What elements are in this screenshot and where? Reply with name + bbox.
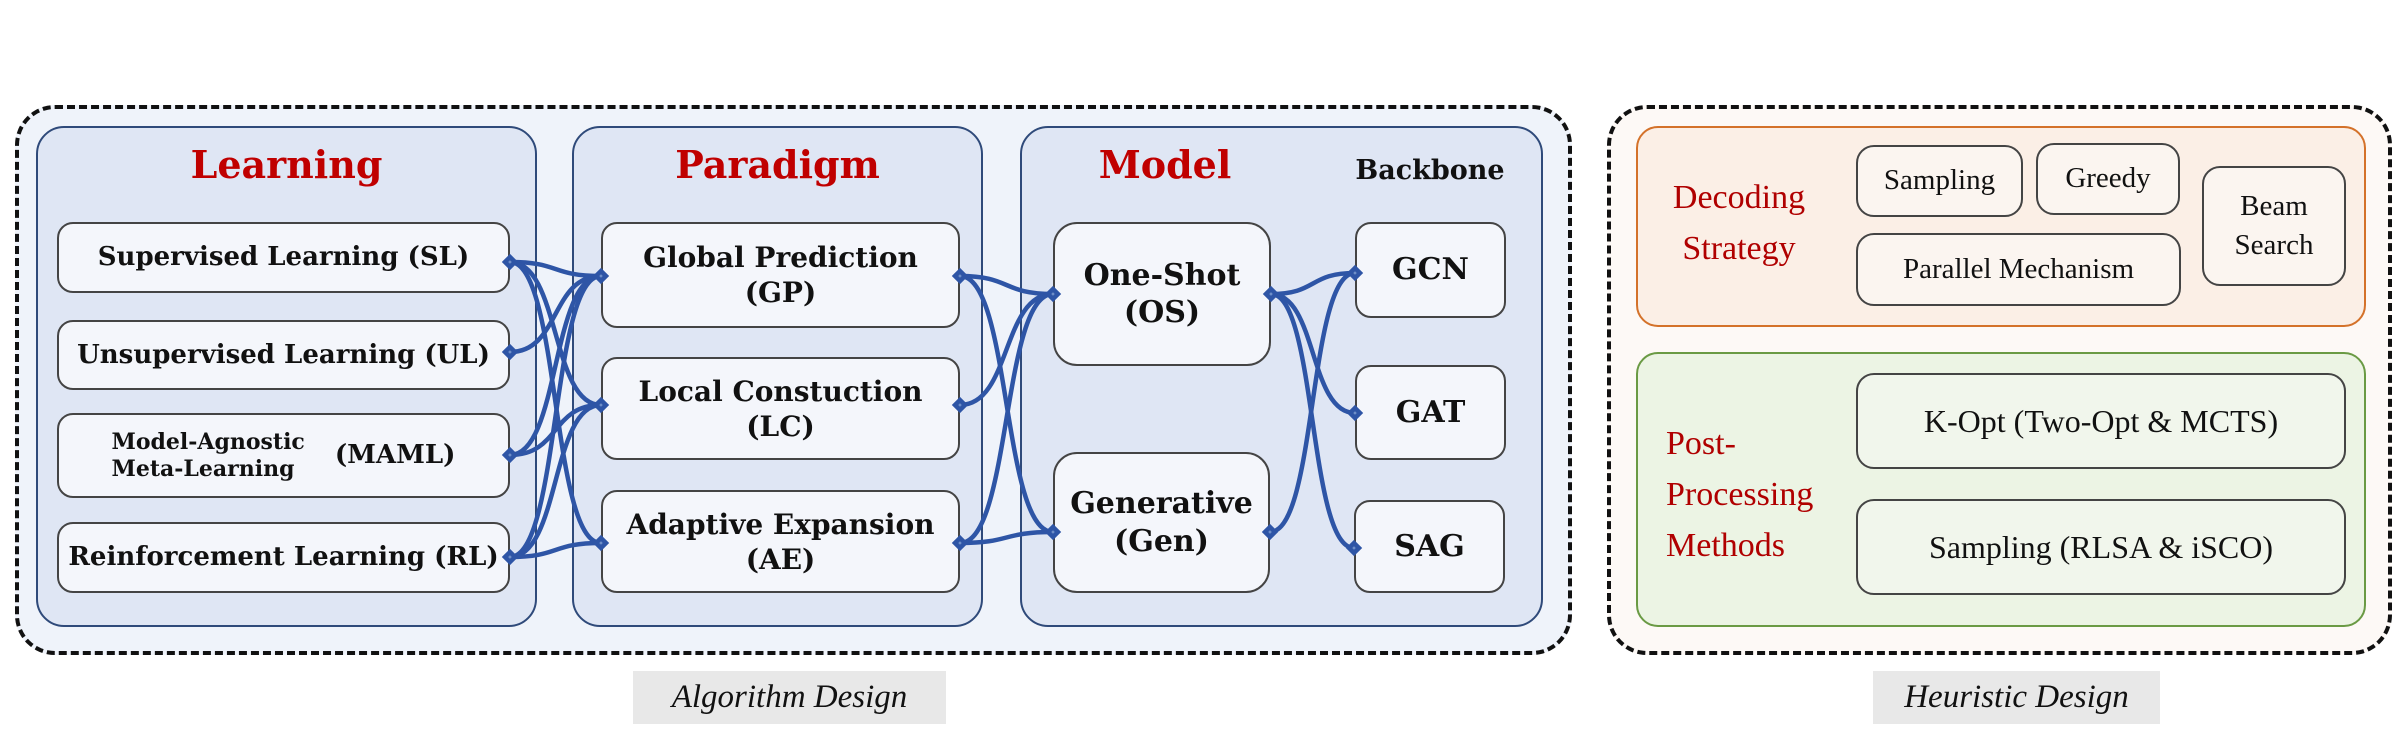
- post-item-label: Sampling (RLSA & iSCO): [1928, 529, 2274, 565]
- learning-title: Learning: [190, 142, 383, 187]
- model-title: Model: [1098, 142, 1232, 187]
- maml-line1: Model-Agnostic: [111, 429, 305, 456]
- post-processing-title: Post- Processing Methods: [1666, 418, 1836, 571]
- decoding-title-line2: Strategy: [1682, 230, 1796, 267]
- learning-item-label: Unsupervised Learning (UL): [77, 339, 490, 370]
- post-title-line1: Post-: [1666, 425, 1736, 462]
- decoding-title-line1: Decoding: [1672, 179, 1806, 216]
- paradigm-item-name: Global Prediction: [643, 241, 918, 274]
- heuristic-design-caption: Heuristic Design: [1873, 671, 2160, 724]
- decoding-item-label: Greedy: [2065, 162, 2151, 195]
- learning-item-sl[interactable]: Supervised Learning (SL): [57, 222, 510, 293]
- model-item-name: Generative: [1070, 486, 1253, 521]
- learning-item-rl[interactable]: Reinforcement Learning (RL): [57, 522, 510, 593]
- post-item-k-opt[interactable]: K-Opt (Two-Opt & MCTS): [1856, 373, 2346, 469]
- maml-abbr: (MAML): [334, 440, 456, 471]
- paradigm-item-lc[interactable]: Local Constuction (LC): [601, 357, 960, 460]
- model-item-abbr: (Gen): [1114, 523, 1209, 559]
- model-item-os[interactable]: One-Shot (OS): [1053, 222, 1271, 366]
- learning-item-ul[interactable]: Unsupervised Learning (UL): [57, 320, 510, 390]
- decoding-item-label: Parallel Mechanism: [1902, 252, 2135, 285]
- post-item-label: K-Opt (Two-Opt & MCTS): [1923, 403, 2279, 439]
- decoding-item-greedy[interactable]: Greedy: [2036, 143, 2180, 215]
- decoding-item-label: Sampling: [1883, 164, 1996, 197]
- paradigm-item-abbr: (LC): [746, 409, 815, 443]
- post-title-line2: Processing: [1666, 476, 1814, 513]
- beam-line1: Beam: [2240, 189, 2308, 222]
- paradigm-item-name: Local Constuction: [638, 374, 923, 408]
- decoding-strategy-title: Decoding Strategy: [1664, 172, 1814, 274]
- beam-line2: Search: [2234, 229, 2314, 261]
- backbone-item-gat[interactable]: GAT: [1355, 365, 1506, 460]
- model-item-gen[interactable]: Generative (Gen): [1053, 452, 1270, 593]
- model-item-abbr: (OS): [1123, 295, 1201, 330]
- paradigm-item-abbr: (GP): [744, 276, 817, 309]
- decoding-item-sampling[interactable]: Sampling: [1856, 145, 2023, 217]
- backbone-label: GCN: [1392, 252, 1469, 288]
- paradigm-item-name: Adaptive Expansion: [626, 507, 935, 541]
- algorithm-design-caption: Algorithm Design: [633, 671, 946, 724]
- learning-item-maml[interactable]: Model-Agnostic Meta-Learning (MAML): [57, 413, 510, 498]
- backbone-item-sag[interactable]: SAG: [1354, 500, 1505, 593]
- maml-line2: Meta-Learning: [111, 455, 295, 482]
- paradigm-title: Paradigm: [675, 142, 880, 187]
- learning-item-label: Reinforcement Learning (RL): [68, 542, 499, 573]
- learning-item-label: Supervised Learning (SL): [97, 242, 470, 273]
- backbone-label: SAG: [1394, 528, 1465, 564]
- backbone-title: Backbone: [1355, 155, 1505, 186]
- paradigm-item-abbr: (AE): [745, 542, 816, 576]
- backbone-label: GAT: [1395, 394, 1466, 430]
- post-item-sampling[interactable]: Sampling (RLSA & iSCO): [1856, 499, 2346, 595]
- decoding-item-parallel-mechanism[interactable]: Parallel Mechanism: [1856, 233, 2181, 306]
- backbone-item-gcn[interactable]: GCN: [1355, 222, 1506, 318]
- paradigm-item-gp[interactable]: Global Prediction (GP): [601, 222, 960, 328]
- paradigm-item-ae[interactable]: Adaptive Expansion (AE): [601, 490, 960, 593]
- model-item-name: One-Shot: [1083, 257, 1241, 293]
- post-title-line3: Methods: [1666, 527, 1785, 564]
- decoding-item-beam-search[interactable]: Beam Search: [2202, 166, 2346, 286]
